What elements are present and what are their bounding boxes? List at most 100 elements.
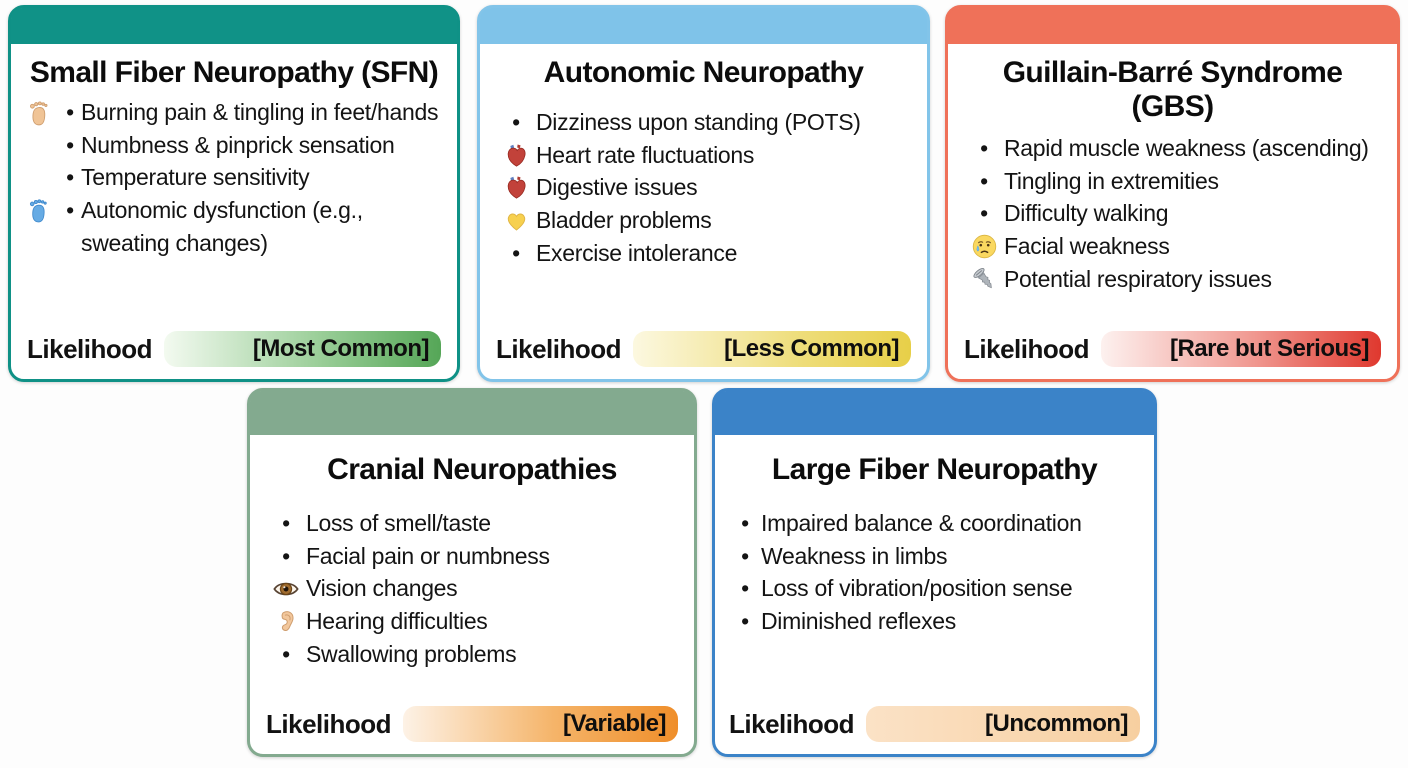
symptom-item: • Autonomic dysfunction (e.g., sweating … — [27, 194, 441, 259]
symptom-text: Burning pain & tingling in feet/hands — [81, 99, 439, 125]
symptom-text: Numbness & pinprick sensation — [81, 131, 395, 158]
symptom-item: • Loss of vibration/position sense — [729, 572, 1140, 605]
eye-icon — [266, 575, 306, 603]
symptom-item: Digestive issues — [496, 171, 911, 204]
symptom-text: Loss of smell/taste — [306, 510, 491, 536]
card-header-strip — [250, 391, 694, 435]
symptom-text: Tingling in extremities — [1004, 167, 1219, 194]
bullet-dot-icon: • — [66, 99, 74, 125]
symptom-item: Potential respiratory issues — [964, 263, 1381, 296]
symptom-item: • Rapid muscle weakness (ascending) — [964, 132, 1381, 165]
card-autonomic-neuropathy: Autonomic Neuropathy • Dizziness upon st… — [477, 5, 930, 382]
bullet-dot-icon: • — [282, 640, 290, 667]
likelihood-value: [Variable] — [562, 710, 667, 737]
card-title: Cranial Neuropathies — [327, 453, 617, 486]
symptom-list: • Loss of smell/taste • Facial pain or n… — [266, 507, 678, 670]
bullet-dot-icon: • — [66, 196, 74, 223]
symptom-text: Exercise intolerance — [536, 239, 738, 266]
likelihood-row: Likelihood [Uncommon] — [729, 706, 1140, 742]
card-title: Small Fiber Neuropathy (SFN) — [29, 56, 439, 89]
symptom-text: Facial weakness — [1004, 232, 1170, 259]
card-small-fiber-neuropathy: Small Fiber Neuropathy (SFN) • Burning p… — [8, 5, 460, 382]
symptom-text: Facial pain or numbness — [306, 542, 550, 569]
bullet-dot-icon: • — [741, 575, 749, 602]
symptom-text: Vision changes — [306, 575, 458, 602]
yellow-heart-icon — [496, 207, 536, 234]
likelihood-row: Likelihood [Less Common] — [496, 331, 911, 367]
symptom-text: Heart rate fluctuations — [536, 141, 755, 168]
likelihood-row: Likelihood [Variable] — [266, 706, 678, 742]
symptom-text: Potential respiratory issues — [1004, 265, 1272, 292]
bullet-dot-icon: • — [66, 131, 74, 158]
symptom-text: Temperature sensitivity — [81, 164, 310, 191]
symptom-text: Diminished reflexes — [761, 607, 956, 634]
bullet-dot-icon: • — [980, 135, 988, 161]
symptom-text: Swallowing problems — [306, 640, 517, 667]
anatomical-heart-icon — [496, 142, 536, 169]
symptom-text: Impaired balance & coordination — [761, 510, 1082, 536]
bullet-dot-icon: • — [282, 542, 290, 569]
card-header-strip — [715, 391, 1154, 435]
symptom-item: • Weakness in limbs — [729, 540, 1140, 573]
symptom-text: Difficulty walking — [1004, 200, 1169, 227]
likelihood-row: Likelihood [Rare but Serious] — [964, 331, 1381, 367]
ear-icon — [266, 608, 306, 635]
crying-face-icon — [964, 233, 1004, 260]
card-guillain-barre-syndrome: Guillain-Barré Syndrome (GBS) • Rapid mu… — [945, 5, 1400, 382]
bullet-dot-icon: • — [741, 607, 749, 634]
likelihood-bar: [Most Common] — [164, 331, 441, 367]
bullet-dot-icon: • — [741, 510, 749, 536]
bullet-dot-icon: • — [512, 239, 520, 266]
symptom-item: • Loss of smell/taste — [266, 507, 678, 540]
card-title: Large Fiber Neuropathy — [771, 453, 1098, 486]
symptom-list: • Rapid muscle weakness (ascending) • Ti… — [964, 132, 1381, 295]
bullet-dot-icon: • — [741, 542, 749, 569]
symptom-item: Hearing difficulties — [266, 605, 678, 638]
likelihood-bar: [Rare but Serious] — [1101, 331, 1381, 367]
symptom-item: • Temperature sensitivity — [27, 161, 441, 194]
card-cranial-neuropathies: Cranial Neuropathies • Loss of smell/tas… — [247, 388, 697, 757]
symptom-item: Heart rate fluctuations — [496, 139, 911, 172]
symptom-text: Digestive issues — [536, 174, 698, 201]
symptom-item: • Numbness & pinprick sensation — [27, 129, 441, 162]
likelihood-value: [Rare but Serious] — [1169, 335, 1370, 362]
card-large-fiber-neuropathy: Large Fiber Neuropathy • Impaired balanc… — [712, 388, 1157, 757]
symptom-item: • Impaired balance & coordination — [729, 507, 1140, 540]
likelihood-label: Likelihood — [729, 708, 855, 739]
symptom-list: • Burning pain & tingling in feet/hands … — [27, 96, 441, 259]
likelihood-value: [Less Common] — [724, 335, 899, 362]
symptom-list: • Impaired balance & coordination • Weak… — [729, 507, 1140, 638]
card-header-strip — [480, 8, 927, 44]
symptom-text: Dizziness upon standing (POTS) — [536, 109, 861, 135]
symptom-text: Autonomic dysfunction (e.g., sweating ch… — [81, 196, 363, 256]
symptom-item: • Tingling in extremities — [964, 165, 1381, 198]
likelihood-label: Likelihood — [27, 333, 153, 364]
symptom-item: • Burning pain & tingling in feet/hands — [27, 96, 441, 129]
symptom-list: • Dizziness upon standing (POTS) Heart r… — [496, 106, 911, 269]
symptom-item: • Diminished reflexes — [729, 605, 1140, 638]
bullet-dot-icon: • — [512, 109, 520, 135]
symptom-text: Rapid muscle weakness (ascending) — [1004, 135, 1369, 161]
likelihood-value: [Uncommon] — [985, 710, 1128, 737]
symptom-text: Hearing difficulties — [306, 607, 488, 634]
symptom-text: Weakness in limbs — [761, 542, 948, 569]
likelihood-label: Likelihood — [496, 333, 622, 364]
likelihood-label: Likelihood — [266, 708, 392, 739]
symptom-item: • Dizziness upon standing (POTS) — [496, 106, 911, 139]
foot-icon — [27, 99, 59, 126]
symptom-item: • Swallowing problems — [266, 638, 678, 671]
symptom-text: Bladder problems — [536, 206, 712, 233]
likelihood-row: Likelihood [Most Common] — [27, 331, 441, 367]
likelihood-label: Likelihood — [964, 333, 1090, 364]
symptom-item: • Exercise intolerance — [496, 237, 911, 270]
bullet-dot-icon: • — [980, 200, 988, 227]
symptom-item: Vision changes — [266, 572, 678, 605]
likelihood-bar: [Uncommon] — [866, 706, 1140, 742]
symptom-item: Facial weakness — [964, 230, 1381, 263]
symptom-item: • Difficulty walking — [964, 197, 1381, 230]
likelihood-bar: [Variable] — [403, 706, 678, 742]
bullet-dot-icon: • — [980, 167, 988, 194]
screw-icon — [964, 266, 1004, 293]
anatomical-heart-icon — [496, 174, 536, 201]
card-title: Guillain-Barré Syndrome (GBS) — [1002, 56, 1343, 123]
